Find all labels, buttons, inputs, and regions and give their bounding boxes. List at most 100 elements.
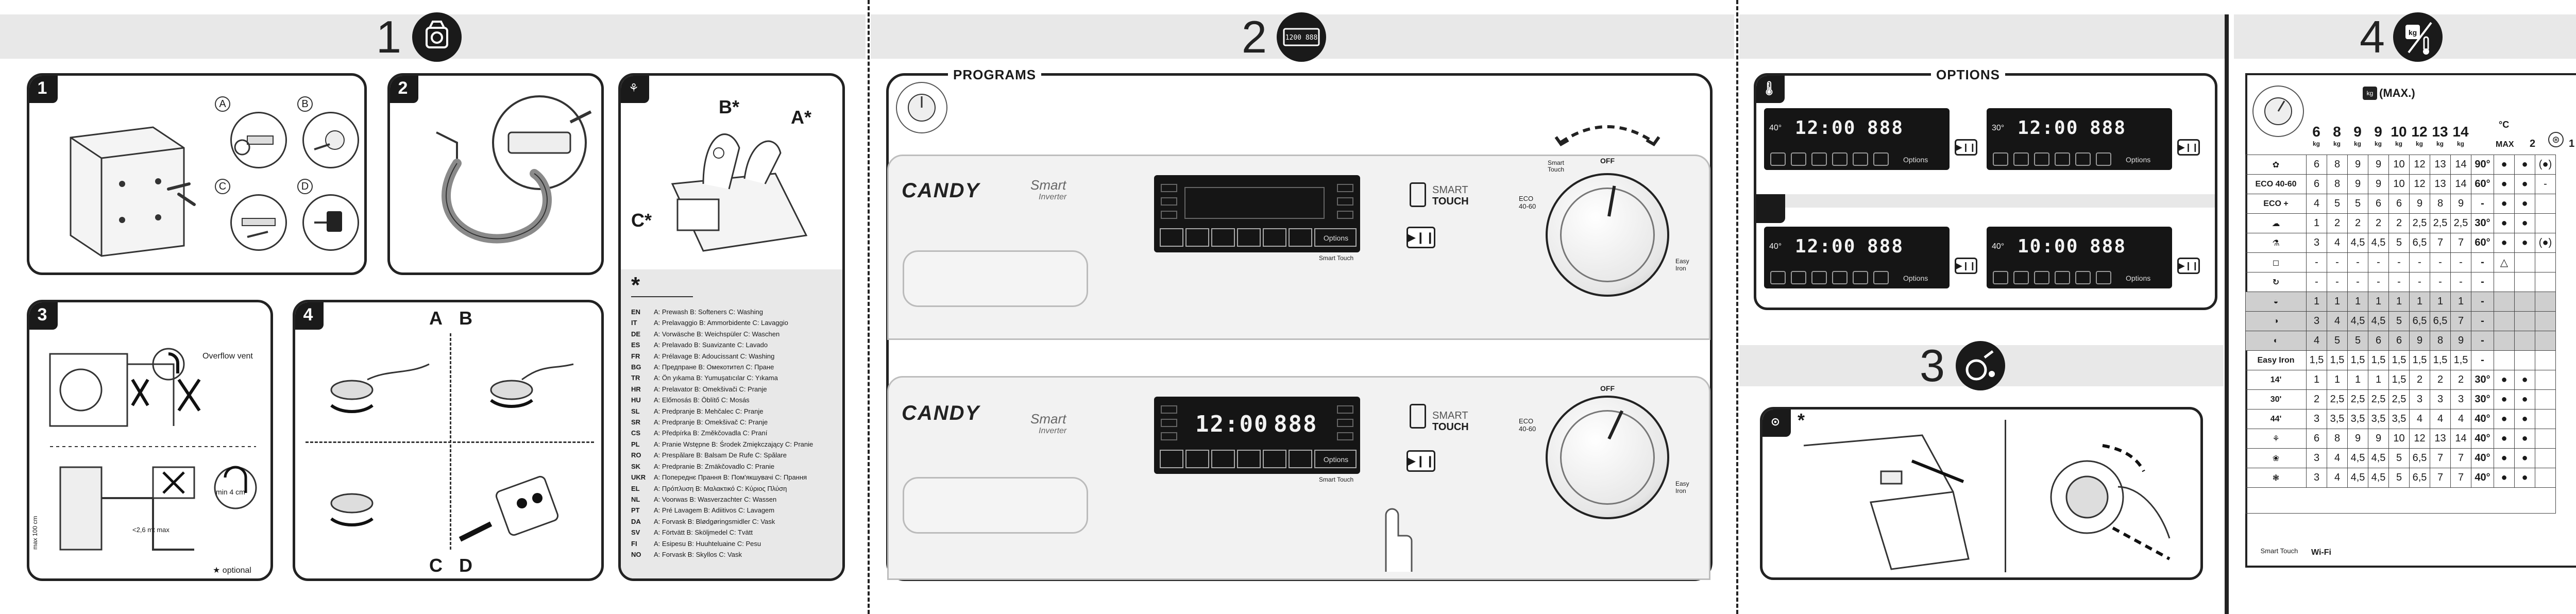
- options-button-top[interactable]: Options: [1323, 234, 1349, 242]
- smart-touch-label-1-bottom: SMART: [1432, 410, 1468, 421]
- option-display-digits: 888: [2090, 117, 2127, 139]
- program-cell: ECO +: [2245, 194, 2307, 214]
- table-row: ↻---------: [2245, 272, 2556, 292]
- option-slot-icon: [2034, 152, 2049, 166]
- inlet-hose-illustration: [436, 95, 592, 244]
- load-cell: 9: [2450, 331, 2471, 351]
- smart-touch-small-top: Smart Touch: [1319, 254, 1354, 262]
- program-cell: ◒: [2245, 292, 2307, 312]
- language-text: A: Vorwäsche B: Weichspüler C: Waschen: [654, 330, 780, 338]
- program-cell: ✿: [2245, 155, 2307, 175]
- load-cell: 6: [2388, 194, 2410, 214]
- detergent-cell: ●: [2514, 213, 2535, 233]
- temp-cell: 60°: [2471, 233, 2494, 253]
- language-text: A: Pré Lavagem B: Adiitivos C: Lavagem: [654, 506, 775, 515]
- language-code: ES: [631, 341, 640, 349]
- detergent-drawer-illustration: [671, 133, 808, 252]
- language-code: HR: [631, 385, 641, 393]
- language-code: SR: [631, 418, 641, 427]
- quad-label-d: D: [459, 555, 472, 576]
- load-cell: 2: [2409, 370, 2430, 390]
- load-cell: 8: [2430, 331, 2451, 351]
- load-cell: 4: [2327, 448, 2348, 468]
- options-thermo-badge: 🌡: [1756, 76, 1785, 103]
- load-cell: 2,5: [2347, 389, 2368, 410]
- detergent-cell: [2494, 331, 2515, 351]
- load-cell: 13: [2430, 429, 2451, 449]
- option-play-pause-button[interactable]: ▶❙❙: [1955, 258, 1977, 274]
- display-segments-bottom: [1160, 405, 1357, 468]
- load-cell: -: [2450, 252, 2471, 272]
- language-text: A: Prelavator B: Omekšivači C: Pranje: [654, 385, 767, 393]
- program-knob-bottom[interactable]: [1546, 396, 1669, 519]
- max-header: MAX: [2496, 140, 2514, 149]
- load-cell: 3: [2306, 409, 2327, 429]
- kg-header-icon: kg: [2363, 87, 2377, 100]
- load-cell: 3: [2450, 389, 2471, 410]
- brand-sub2-bottom: Inverter: [1039, 427, 1067, 435]
- load-cell: 6: [2368, 331, 2389, 351]
- language-text: A: Förtvätt B: Sköljmedel C: Tvätt: [654, 528, 753, 537]
- play-pause-button-bottom[interactable]: ▶❙❙: [1406, 450, 1435, 472]
- load-cell: 4,5: [2368, 311, 2389, 331]
- drain-hose-illustration: [49, 348, 257, 551]
- load-cell: 6: [2368, 194, 2389, 214]
- option-play-pause-button[interactable]: ▶❙❙: [1955, 139, 1977, 156]
- option-display-options-button[interactable]: Options: [1903, 274, 1928, 282]
- detergent-cell: [2535, 252, 2556, 272]
- detergent-cell: ●: [2514, 448, 2535, 468]
- wifi-label: Wi-Fi: [2311, 548, 2331, 557]
- load-cell: 2: [2368, 213, 2389, 233]
- load-cell: 5: [2347, 194, 2368, 214]
- load-cell: 2,5: [2409, 213, 2430, 233]
- detergent-cell: [2494, 272, 2515, 292]
- play-pause-button-top[interactable]: ▶❙❙: [1406, 227, 1435, 248]
- detergent-cell: [2535, 311, 2556, 331]
- knob-eco-label-top: ECO 40-60: [1519, 195, 1536, 210]
- load-cell: 3: [2306, 468, 2327, 488]
- option-play-pause-button[interactable]: ▶❙❙: [2177, 139, 2200, 156]
- language-row: HR A: Prelavator B: Omekšivači C: Pranje: [631, 384, 842, 395]
- col-1-header: 1: [2569, 138, 2575, 149]
- load-cell: 5: [2327, 194, 2348, 214]
- load-cell: 5: [2388, 448, 2410, 468]
- section-options-band: [1739, 14, 2229, 59]
- detergent-cell: ●: [2514, 233, 2535, 253]
- bolt-c-illustration: [230, 194, 287, 251]
- option-play-pause-button[interactable]: ▶❙❙: [2177, 258, 2200, 274]
- program-cell: ❀: [2245, 448, 2307, 468]
- program-knob-top[interactable]: [1546, 173, 1669, 297]
- load-cell: -: [2306, 272, 2327, 292]
- temp-cell: 40°: [2471, 409, 2494, 429]
- program-cell: ❃: [2245, 468, 2307, 488]
- separator-3: [2225, 14, 2229, 614]
- knob-ring-top: [1560, 187, 1655, 282]
- temp-cell: 30°: [2471, 370, 2494, 390]
- part-b-label: B*: [719, 96, 740, 117]
- kg-temperature-icon: kg: [2393, 12, 2443, 62]
- option-slot-icon: [1811, 271, 1827, 284]
- bolt-a-illustration: [230, 112, 287, 168]
- temp-cell: -: [2471, 292, 2494, 312]
- option-display-options-button[interactable]: Options: [1903, 156, 1928, 164]
- load-cell: 1: [2347, 370, 2368, 390]
- program-cell: ⚘: [2245, 429, 2307, 449]
- program-cell: ☁: [2245, 213, 2307, 233]
- detergent-cell: [2535, 194, 2556, 214]
- smart-touch-label-2-bottom: TOUCH: [1432, 421, 1469, 433]
- load-cell: -: [2388, 272, 2410, 292]
- load-cell: 7: [2450, 448, 2471, 468]
- language-code: PL: [631, 440, 640, 448]
- load-cell: 4: [2306, 331, 2327, 351]
- option-display-options-button[interactable]: Options: [2126, 156, 2151, 164]
- load-cell: 12: [2409, 155, 2430, 175]
- option-display-options-button[interactable]: Options: [2126, 274, 2151, 282]
- bolt-b-illustration: [302, 112, 359, 168]
- options-button-bottom[interactable]: Options: [1323, 455, 1349, 464]
